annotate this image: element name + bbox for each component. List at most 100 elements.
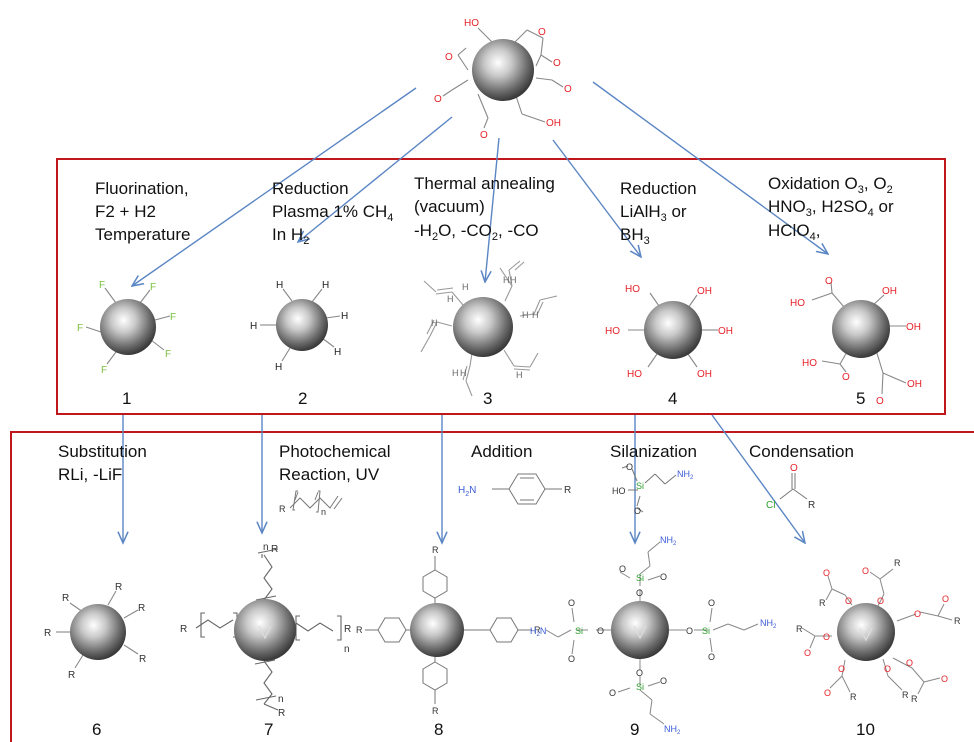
svg-text:H: H xyxy=(275,362,282,373)
arrow-to-3 xyxy=(485,137,500,282)
svg-text:O: O xyxy=(660,676,667,686)
reaction-label-silanization: Silanization O Si HO O NH2 xyxy=(610,442,697,516)
svg-text:HO: HO xyxy=(612,486,626,496)
atom-label: O xyxy=(480,130,488,141)
svg-text:O: O xyxy=(941,674,948,684)
atom-label: HO xyxy=(464,18,479,29)
svg-text:F: F xyxy=(99,280,105,291)
svg-text:F: F xyxy=(165,349,171,360)
svg-text:Substitution: Substitution xyxy=(58,442,147,461)
svg-text:NH2: NH2 xyxy=(660,535,677,547)
svg-text:LiAlH3 or: LiAlH3 or xyxy=(620,202,687,224)
svg-text:Silanization: Silanization xyxy=(610,442,697,461)
reaction-label-hydride-reduction: Reduction LiAlH3 or BH3 xyxy=(620,179,697,247)
svg-text:R: R xyxy=(911,694,918,704)
atom-label: OH xyxy=(546,118,561,129)
svg-text:Si: Si xyxy=(636,682,644,692)
svg-text:R: R xyxy=(344,624,351,635)
svg-text:H: H xyxy=(341,311,348,322)
svg-text:O: O xyxy=(825,276,833,287)
compound-number-3: 3 xyxy=(483,389,492,408)
svg-text:Reaction, UV: Reaction, UV xyxy=(279,465,380,484)
svg-text:OH: OH xyxy=(697,286,712,297)
reaction-label-substitution: Substitution RLi, -LiF xyxy=(58,442,147,484)
svg-text:Si: Si xyxy=(575,626,583,636)
svg-text:R: R xyxy=(180,624,187,635)
svg-text:NH2: NH2 xyxy=(677,469,694,481)
compound-2: H H H H H H xyxy=(250,280,348,373)
svg-text:R: R xyxy=(62,593,69,604)
svg-text:H: H xyxy=(462,282,469,292)
svg-text:H: H xyxy=(334,347,341,358)
reaction-label-photochemical: Photochemical Reaction, UV R n xyxy=(279,442,391,517)
svg-text:O: O xyxy=(906,658,913,668)
compound-1: F F F F F F xyxy=(77,280,176,376)
reaction-label-thermal-annealing: Thermal annealing (vacuum) -H2O, -CO2, -… xyxy=(414,174,555,243)
svg-text:NH2: NH2 xyxy=(760,618,777,630)
svg-text:O: O xyxy=(708,652,715,662)
svg-text:O: O xyxy=(609,688,616,698)
reaction-label-condensation: Condensation O Cl R xyxy=(749,442,854,511)
svg-text:O: O xyxy=(660,572,667,582)
svg-text:HO: HO xyxy=(605,326,620,337)
svg-text:Si: Si xyxy=(702,626,710,636)
compound-number-4: 4 xyxy=(668,389,677,408)
svg-text:O: O xyxy=(862,566,869,576)
svg-text:O: O xyxy=(804,648,811,658)
svg-text:R: R xyxy=(534,625,541,635)
svg-text:Cl: Cl xyxy=(766,500,775,511)
reaction-frame-bottom xyxy=(10,431,974,742)
svg-text:Photochemical: Photochemical xyxy=(279,442,391,461)
svg-text:H: H xyxy=(431,318,438,328)
svg-text:F: F xyxy=(150,282,156,293)
svg-text:R: R xyxy=(115,582,122,593)
svg-text:Si: Si xyxy=(636,481,644,491)
svg-text:O: O xyxy=(686,626,693,636)
compound-4: HO OH HO OH HO OH xyxy=(605,284,733,380)
svg-text:n: n xyxy=(278,694,284,705)
svg-text:Reduction: Reduction xyxy=(272,179,349,198)
compound-7: R R n R n R n xyxy=(180,542,351,719)
compound-number-9: 9 xyxy=(630,720,639,739)
svg-text:F2 + H2: F2 + H2 xyxy=(95,202,156,221)
svg-text:O: O xyxy=(568,598,575,608)
compound-number-5: 5 xyxy=(856,389,865,408)
svg-text:HO: HO xyxy=(790,298,805,309)
svg-text:R: R xyxy=(796,624,803,634)
reaction-label-oxidation: Oxidation O3, O2 HNO3, H2SO4 or HClO4, xyxy=(768,174,894,243)
compound-3: H H H H H H H H H H xyxy=(420,260,558,397)
reaction-label-fluorination: Fluorination, F2 + H2 Temperature xyxy=(95,179,190,244)
svg-text:OH: OH xyxy=(697,369,712,380)
compound-5: O HO OH OH HO O OH O xyxy=(790,276,922,407)
svg-text:H: H xyxy=(503,275,510,285)
svg-text:HO: HO xyxy=(625,284,640,295)
svg-text:R: R xyxy=(138,603,145,614)
svg-text:R: R xyxy=(271,544,278,555)
compound-8: R R R R xyxy=(356,545,541,716)
svg-text:Si: Si xyxy=(636,573,644,583)
compound-9: O Si O O NH2 O Si O O NH2 O Si O O H2N O… xyxy=(530,535,777,736)
svg-text:Oxidation O3, O2: Oxidation O3, O2 xyxy=(768,174,893,196)
svg-text:H: H xyxy=(532,310,539,320)
svg-text:R: R xyxy=(432,706,439,716)
svg-text:Plasma 1% CH4: Plasma 1% CH4 xyxy=(272,202,393,224)
compound-number-2: 2 xyxy=(298,389,307,408)
svg-text:O: O xyxy=(790,463,798,474)
svg-text:OH: OH xyxy=(718,326,733,337)
svg-text:R: R xyxy=(356,625,363,635)
svg-text:H: H xyxy=(522,310,529,320)
svg-text:RLi, -LiF: RLi, -LiF xyxy=(58,465,122,484)
svg-text:HNO3, H2SO4 or: HNO3, H2SO4 or xyxy=(768,197,894,219)
svg-text:O: O xyxy=(884,664,891,674)
svg-text:O: O xyxy=(824,688,831,698)
svg-text:O: O xyxy=(636,588,643,598)
svg-text:R: R xyxy=(954,616,961,626)
svg-text:O: O xyxy=(914,609,921,619)
svg-text:HO: HO xyxy=(802,358,817,369)
svg-text:O: O xyxy=(636,668,643,678)
svg-text:In H2: In H2 xyxy=(272,225,309,247)
svg-text:OH: OH xyxy=(907,379,922,390)
svg-text:O: O xyxy=(876,396,884,407)
compound-10: O O R O O R O O R O R O O O R O R O O R xyxy=(796,558,961,704)
